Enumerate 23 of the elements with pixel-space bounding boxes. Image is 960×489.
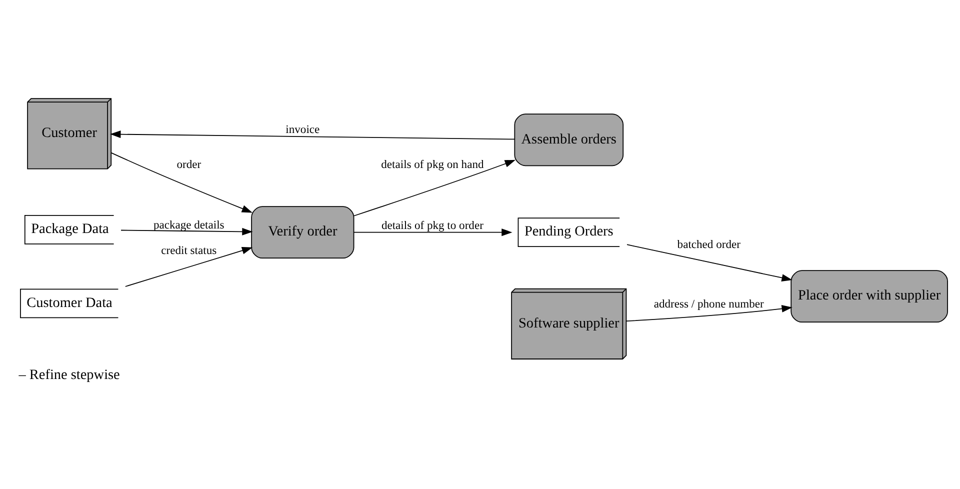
edge-label: credit status <box>161 244 217 257</box>
arrow <box>124 246 253 286</box>
node-text: Pending Orders <box>524 223 614 240</box>
arrow <box>110 130 516 140</box>
node-box: Place order with supplier <box>790 270 948 322</box>
arrow <box>120 227 253 235</box>
edge-label: order <box>176 158 202 170</box>
edge-label: invoice <box>286 124 320 136</box>
node-text: Package Data <box>31 220 109 237</box>
edge-label: details of pkg on hand <box>381 158 484 170</box>
label: – Refine stepwise <box>18 366 120 382</box>
edge-label: address / phone number <box>654 298 764 310</box>
node-text: Customer Data <box>26 294 112 310</box>
arrow <box>626 304 792 322</box>
arrow <box>626 244 792 281</box>
edge-label: details of pkg to order <box>381 220 484 232</box>
arrow <box>110 152 253 212</box>
arrow <box>353 159 516 216</box>
node-box: Verify order <box>251 206 354 258</box>
edge-label: batched order <box>677 238 740 250</box>
node-box: Assemble orders <box>514 113 624 166</box>
edge-label: package details <box>153 218 224 231</box>
arrow <box>353 228 512 236</box>
